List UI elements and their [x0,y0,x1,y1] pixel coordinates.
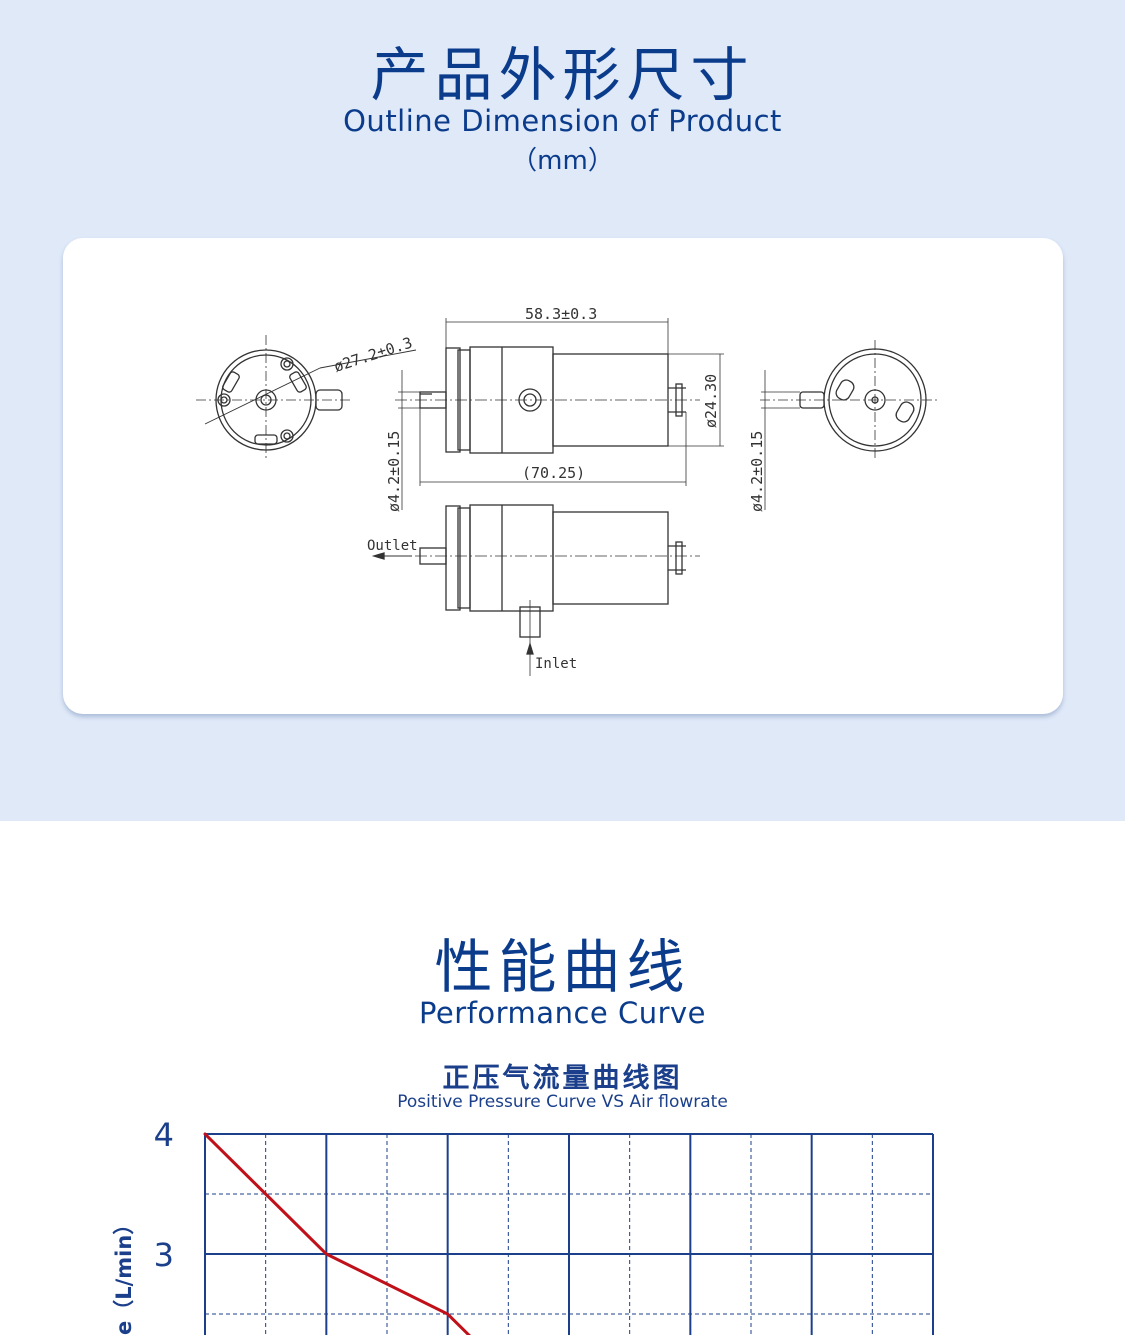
y-tick-label: 3 [154,1236,174,1274]
outlet-label: Outlet [367,538,418,554]
technical-drawing: 58.3±0.3 (70.25) ø24.30 ø27.2±0.3 ø4.2±0… [196,305,940,676]
performance-title-en: Performance Curve [418,996,707,1030]
port-diameter-right-label: ø4.2±0.15 [748,431,766,512]
dimension-title-en: Outline Dimension of Product [343,104,782,138]
drawing-card: 58.3±0.3 (70.25) ø24.30 ø27.2±0.3 ø4.2±0… [63,238,1063,714]
dimension-unit: （mm） [511,146,614,176]
body-diameter-label: ø24.30 [702,374,720,428]
dimension-title-cn: 产品外形尺寸 [370,41,755,109]
performance-title-cn: 性能曲线 [434,933,691,1001]
chart-title-en: Positive Pressure Curve VS Air flowrate [397,1092,728,1112]
inlet-label: Inlet [535,656,577,672]
chart-title-cn: 正压气流量曲线图 [442,1063,683,1094]
total-length-dimension-label: (70.25) [522,464,585,482]
port-diameter-left-label: ø4.2±0.15 [385,431,403,512]
y-tick-label: 4 [154,1116,174,1154]
length-dimension-label: 58.3±0.3 [525,305,597,323]
series-line [203,1132,471,1335]
y-axis-label: e（L/min） [112,1214,136,1335]
